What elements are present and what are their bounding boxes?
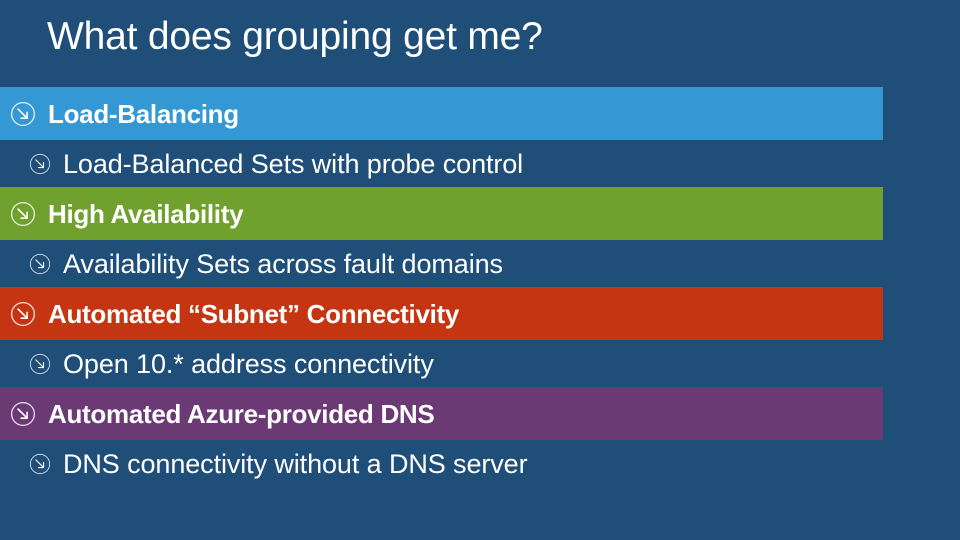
circled-arrow-southeast-icon	[29, 353, 51, 375]
circled-arrow-southeast-icon	[29, 453, 51, 475]
circled-arrow-southeast-icon	[29, 153, 51, 175]
sub-bullet-label: Availability Sets across fault domains	[63, 248, 503, 279]
sub-bullet-label: Open 10.* address connectivity	[63, 348, 434, 379]
band-heading-row[interactable]: Automated “Subnet” Connectivity	[0, 287, 883, 340]
sub-bullet-row[interactable]: Open 10.* address connectivity	[0, 340, 960, 387]
content-body: Load-Balancing Load-Balanced Sets with p…	[0, 87, 960, 487]
sub-bullet-label: Load-Balanced Sets with probe control	[63, 148, 524, 179]
band-label: Automated “Subnet” Connectivity	[48, 298, 460, 329]
sub-bullet-row[interactable]: DNS connectivity without a DNS server	[0, 440, 960, 487]
band-label: High Availability	[48, 198, 244, 229]
sub-bullet-label: DNS connectivity without a DNS server	[63, 448, 528, 479]
band-heading-row[interactable]: High Availability	[0, 187, 883, 240]
band-label: Automated Azure-provided DNS	[48, 398, 435, 429]
sub-bullet-row[interactable]: Availability Sets across fault domains	[0, 240, 960, 287]
circled-arrow-southeast-icon	[10, 101, 36, 127]
circled-arrow-southeast-icon	[29, 253, 51, 275]
band-heading-row[interactable]: Automated Azure-provided DNS	[0, 387, 883, 440]
page-title: What does grouping get me?	[47, 15, 543, 58]
group-azure-dns: Automated Azure-provided DNS DNS connect…	[0, 387, 960, 487]
band-heading-row[interactable]: Load-Balancing	[0, 87, 883, 140]
band-label: Load-Balancing	[48, 98, 239, 129]
sub-bullet-row[interactable]: Load-Balanced Sets with probe control	[0, 140, 960, 187]
circled-arrow-southeast-icon	[10, 201, 36, 227]
group-subnet-connectivity: Automated “Subnet” Connectivity Open 10.…	[0, 287, 960, 387]
group-high-availability: High Availability Availability Sets acro…	[0, 187, 960, 287]
circled-arrow-southeast-icon	[10, 301, 36, 327]
group-load-balancing: Load-Balancing Load-Balanced Sets with p…	[0, 87, 960, 187]
circled-arrow-southeast-icon	[10, 401, 36, 427]
